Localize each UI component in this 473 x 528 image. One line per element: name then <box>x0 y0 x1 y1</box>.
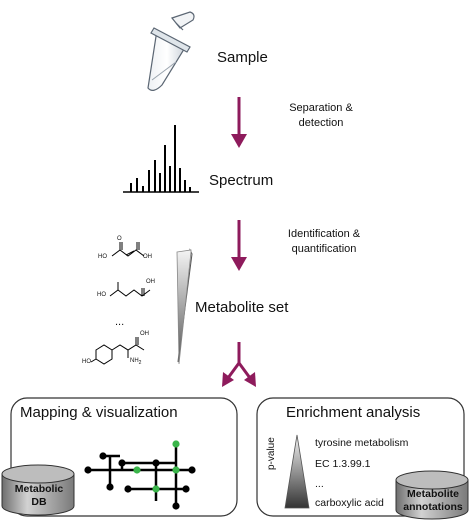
network-node <box>182 485 190 493</box>
metabolite-annotations-line2: annotations <box>403 501 463 513</box>
spectrum-peaks-icon <box>123 125 199 193</box>
succinic-acid-structure <box>109 282 151 297</box>
stage-metabolite-set-label: Metabolite set <box>195 299 289 316</box>
atom-ho-label: HO <box>98 254 107 260</box>
concentration-wedge-shape <box>176 249 192 365</box>
metabolic-db-cylinder <box>1 464 75 516</box>
enrichment-item: EC 1.3.99.1 <box>315 458 371 470</box>
network-node <box>99 452 107 460</box>
tyrosine-structure <box>90 337 145 365</box>
arrow-spectrum-to-metabolite-set <box>231 220 247 271</box>
network-node <box>133 466 141 474</box>
network-node <box>172 466 180 474</box>
fumaric-acid-structure <box>111 242 145 257</box>
metabolite-annotations-cylinder <box>395 470 469 520</box>
atom-nh-text: NH <box>130 358 139 364</box>
pvalue-axis-label: p-value <box>266 437 277 470</box>
network-node <box>188 466 196 474</box>
enrichment-box-title: Enrichment analysis <box>286 404 421 421</box>
molecule-ellipsis: ... <box>115 316 125 328</box>
mapping-box-title: Mapping & visualization <box>20 404 178 421</box>
network-node <box>152 485 160 493</box>
step-separation-line2: detection <box>298 117 344 129</box>
arrow-sample-to-spectrum <box>231 97 247 148</box>
network-node <box>172 502 180 510</box>
network-node <box>152 459 160 467</box>
enrichment-item: carboxylic acid <box>315 497 384 509</box>
atom-oh-label: OH <box>140 331 149 337</box>
pvalue-wedge <box>284 434 310 509</box>
step-separation-label: Separation & detection <box>282 101 360 131</box>
atom-ho-label: HO <box>82 359 91 365</box>
sample-tube-icon <box>147 11 195 91</box>
enrichment-item: tyrosine metabolism <box>315 437 409 449</box>
network-node <box>106 483 114 491</box>
network-node <box>124 485 132 493</box>
stage-sample-label: Sample <box>217 49 268 66</box>
atom-oh-label: OH <box>143 254 152 260</box>
stage-spectrum-label: Spectrum <box>209 172 274 189</box>
network-node <box>84 466 92 474</box>
atom-oh-label: OH <box>146 279 155 285</box>
atom-o-label: O <box>117 236 122 242</box>
atom-nh2-label: NH2 <box>130 358 141 366</box>
step-identification-line2: quantification <box>291 243 357 255</box>
arrow-fork-right-head <box>244 372 256 387</box>
network-nodes <box>84 440 196 510</box>
metabolic-db-label: Metabolic DB <box>4 483 74 509</box>
atom-ho-label: HO <box>97 292 106 298</box>
metabolic-db-line2: DB <box>31 496 47 508</box>
step-identification-line1: Identification & <box>287 228 361 240</box>
enrichment-item: ... <box>315 478 324 490</box>
step-separation-line1: Separation & <box>289 102 353 114</box>
network-node <box>172 440 180 448</box>
metabolic-db-line1: Metabolic <box>14 483 64 495</box>
metabolite-annotations-label: Metabolite annotations <box>398 488 468 514</box>
metabolite-annotations-line1: Metabolite <box>407 488 459 500</box>
atom-nh-subscript: 2 <box>138 360 142 367</box>
step-identification-label: Identification & quantification <box>278 227 370 257</box>
arrow-fork-left-head <box>222 372 234 387</box>
arrow-fork <box>226 342 252 379</box>
network-node <box>118 459 126 467</box>
